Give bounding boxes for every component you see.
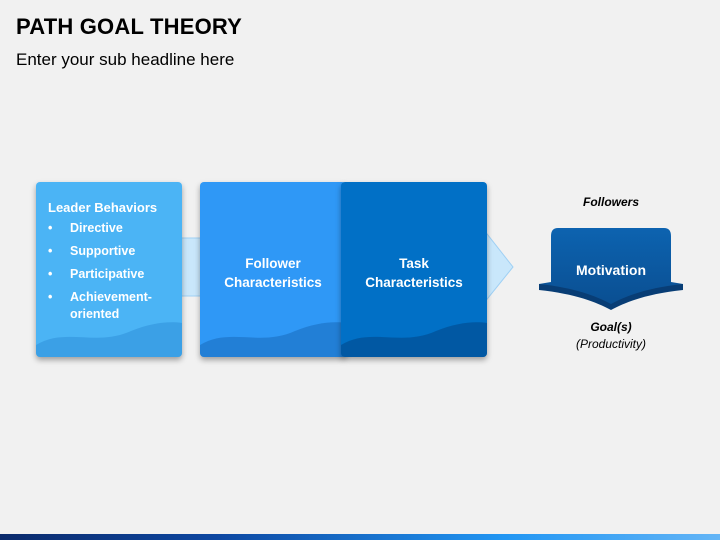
page-subtitle: Enter your sub headline here [16,50,235,69]
task-characteristics-label: Task Characteristics [341,254,487,292]
goal-subtitle: (Productivity) [575,337,646,351]
motivation-shape [539,228,683,310]
label-line: Follower [245,256,301,271]
wave-decoration [341,322,487,357]
wave-decoration [36,322,182,357]
task-characteristics-card: Task Characteristics [341,182,487,357]
leader-behaviors-list: Directive Supportive Participative Achie… [48,220,176,329]
follower-characteristics-card: Follower Characteristics [200,182,346,357]
list-item: Participative [48,266,176,283]
wave-decoration [200,322,346,357]
goal-label: Goal(s) [590,320,632,334]
label-line: Characteristics [365,275,463,290]
label-line: Characteristics [224,275,322,290]
page-title: PATH GOAL THEORY [16,14,243,39]
list-item: Supportive [48,243,176,260]
leader-behaviors-card: Leader Behaviors Directive Supportive Pa… [36,182,182,357]
list-item: Achievement-oriented [48,289,176,323]
leader-behaviors-heading: Leader Behaviors [48,200,158,215]
bottom-accent-bar [0,534,720,540]
motivation-label: Motivation [576,262,646,278]
follower-characteristics-label: Follower Characteristics [200,254,346,292]
list-item: Directive [48,220,176,237]
followers-label: Followers [582,195,639,209]
label-line: Task [399,256,429,271]
